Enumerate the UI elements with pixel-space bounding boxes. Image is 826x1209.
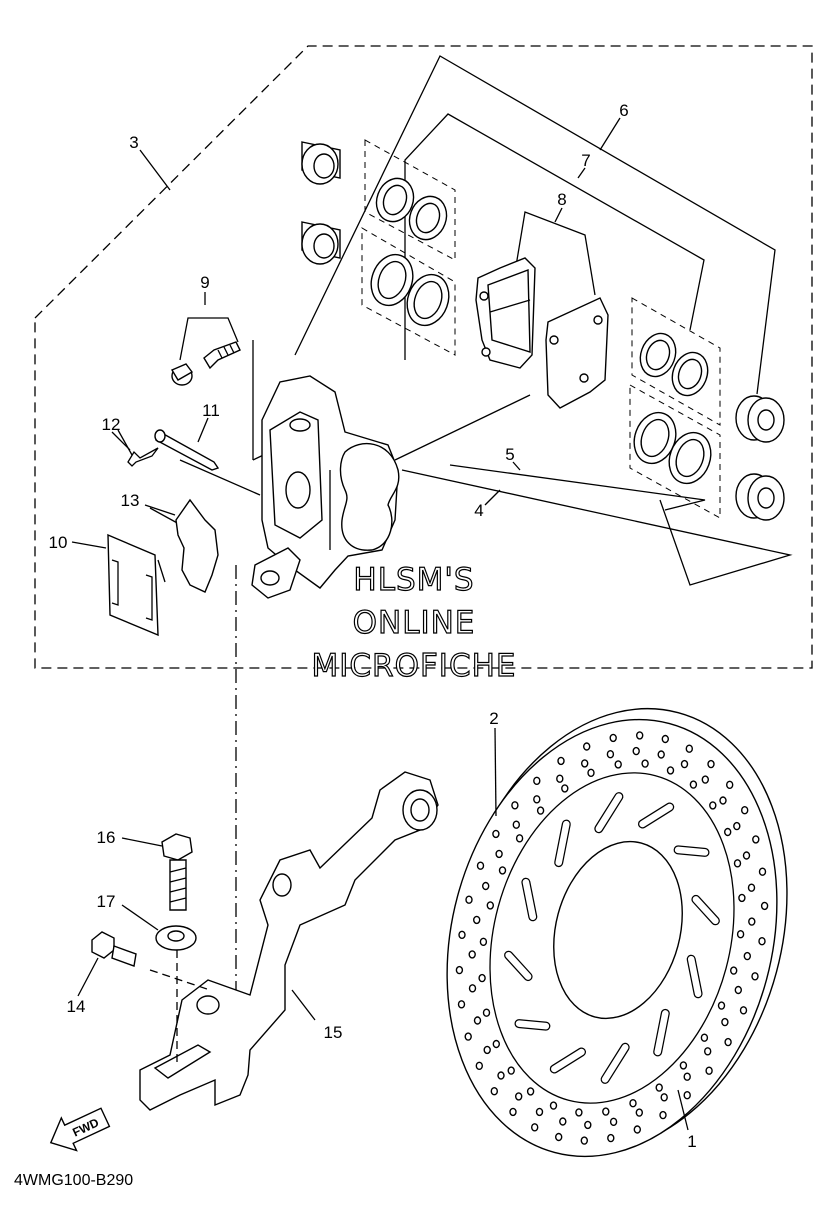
callout-17: 17 [97,892,116,911]
seal-kit-right [629,297,721,519]
washer [155,925,197,951]
mount-bolt [91,931,137,967]
callout-12: 12 [102,415,121,434]
callout-9: 9 [200,273,209,292]
pad-pin [154,429,220,471]
fwd-arrow: FWD [49,1107,111,1152]
callout-4: 4 [474,501,483,520]
callout-14: 14 [67,997,86,1016]
callout-leaders [71,117,689,1131]
pad-spring [175,498,219,593]
bleed-screw [170,341,241,386]
watermark-line-2: ONLINE [353,605,476,641]
watermark-line-1: HLSM'S [353,562,474,598]
callout-6: 6 [619,101,628,120]
sleeve-group [301,141,785,521]
callout-16: 16 [97,828,116,847]
caliper-group-boundary [34,45,813,669]
callout-15: 15 [324,1023,343,1042]
bracket-bolt [161,833,193,911]
brake-pads [475,257,609,409]
caliper-body [251,375,400,599]
callout-1: 1 [687,1132,696,1151]
callout-8: 8 [557,190,566,209]
brake-disc [446,707,788,1158]
callout-5: 5 [505,445,514,464]
watermark-line-3: MICROFICHE [312,648,517,684]
callout-2: 2 [489,709,498,728]
seal-kit-left [361,139,456,356]
callout-3: 3 [129,133,138,152]
pad-shim [107,533,159,637]
callout-7: 7 [581,151,590,170]
callout-13: 13 [121,491,140,510]
caliper-bracket [139,771,439,1111]
diagram-code: 4WMG100-B290 [14,1172,133,1189]
pin-clip [127,447,159,467]
callout-11: 11 [202,401,220,420]
callout-10: 10 [49,533,68,552]
